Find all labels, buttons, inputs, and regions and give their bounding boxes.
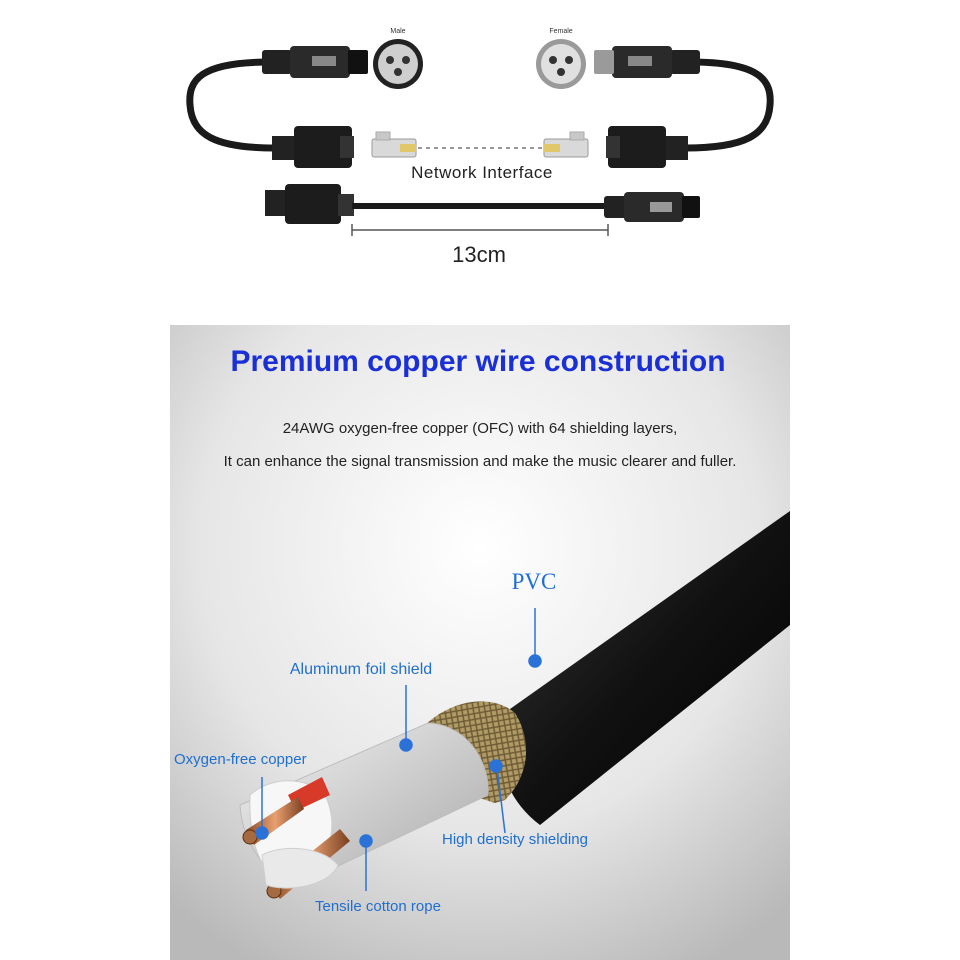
right-adapter-cable xyxy=(594,46,774,168)
cable-cross-section-image xyxy=(170,325,790,960)
network-interface-label: Network Interface xyxy=(411,163,553,182)
description-line-2: It can enhance the signal transmission a… xyxy=(223,453,737,470)
pvc-jacket xyxy=(500,511,790,825)
length-measure-line xyxy=(351,224,609,236)
oxygen-free-copper-label: Oxygen-free copper xyxy=(174,751,307,768)
rj45-plug-left-icon xyxy=(371,131,417,158)
pvc-label: PVC xyxy=(511,569,557,594)
panel-title: Premium copper wire construction xyxy=(230,345,726,378)
cable-product-image xyxy=(186,39,774,236)
cable-construction-panel: Premium copper wire construction 24AWG o… xyxy=(170,325,790,960)
female-connector-face-icon xyxy=(536,39,586,89)
high-density-shielding-label: High density shielding xyxy=(442,831,588,848)
tensile-cotton-rope-label: Tensile cotton rope xyxy=(315,898,441,915)
rj45-plug-right-icon xyxy=(543,131,589,158)
male-label: Male xyxy=(390,28,406,35)
male-connector-face-icon xyxy=(373,39,423,89)
female-label: Female xyxy=(549,28,573,35)
cotton-rope xyxy=(261,847,339,889)
aluminum-foil-label: Aluminum foil shield xyxy=(289,661,433,678)
length-label: 13cm xyxy=(452,242,506,267)
description-line-1: 24AWG oxygen-free copper (OFC) with 64 s… xyxy=(282,420,678,437)
left-adapter-cable xyxy=(186,46,368,168)
straight-adapter-cable xyxy=(265,184,700,224)
